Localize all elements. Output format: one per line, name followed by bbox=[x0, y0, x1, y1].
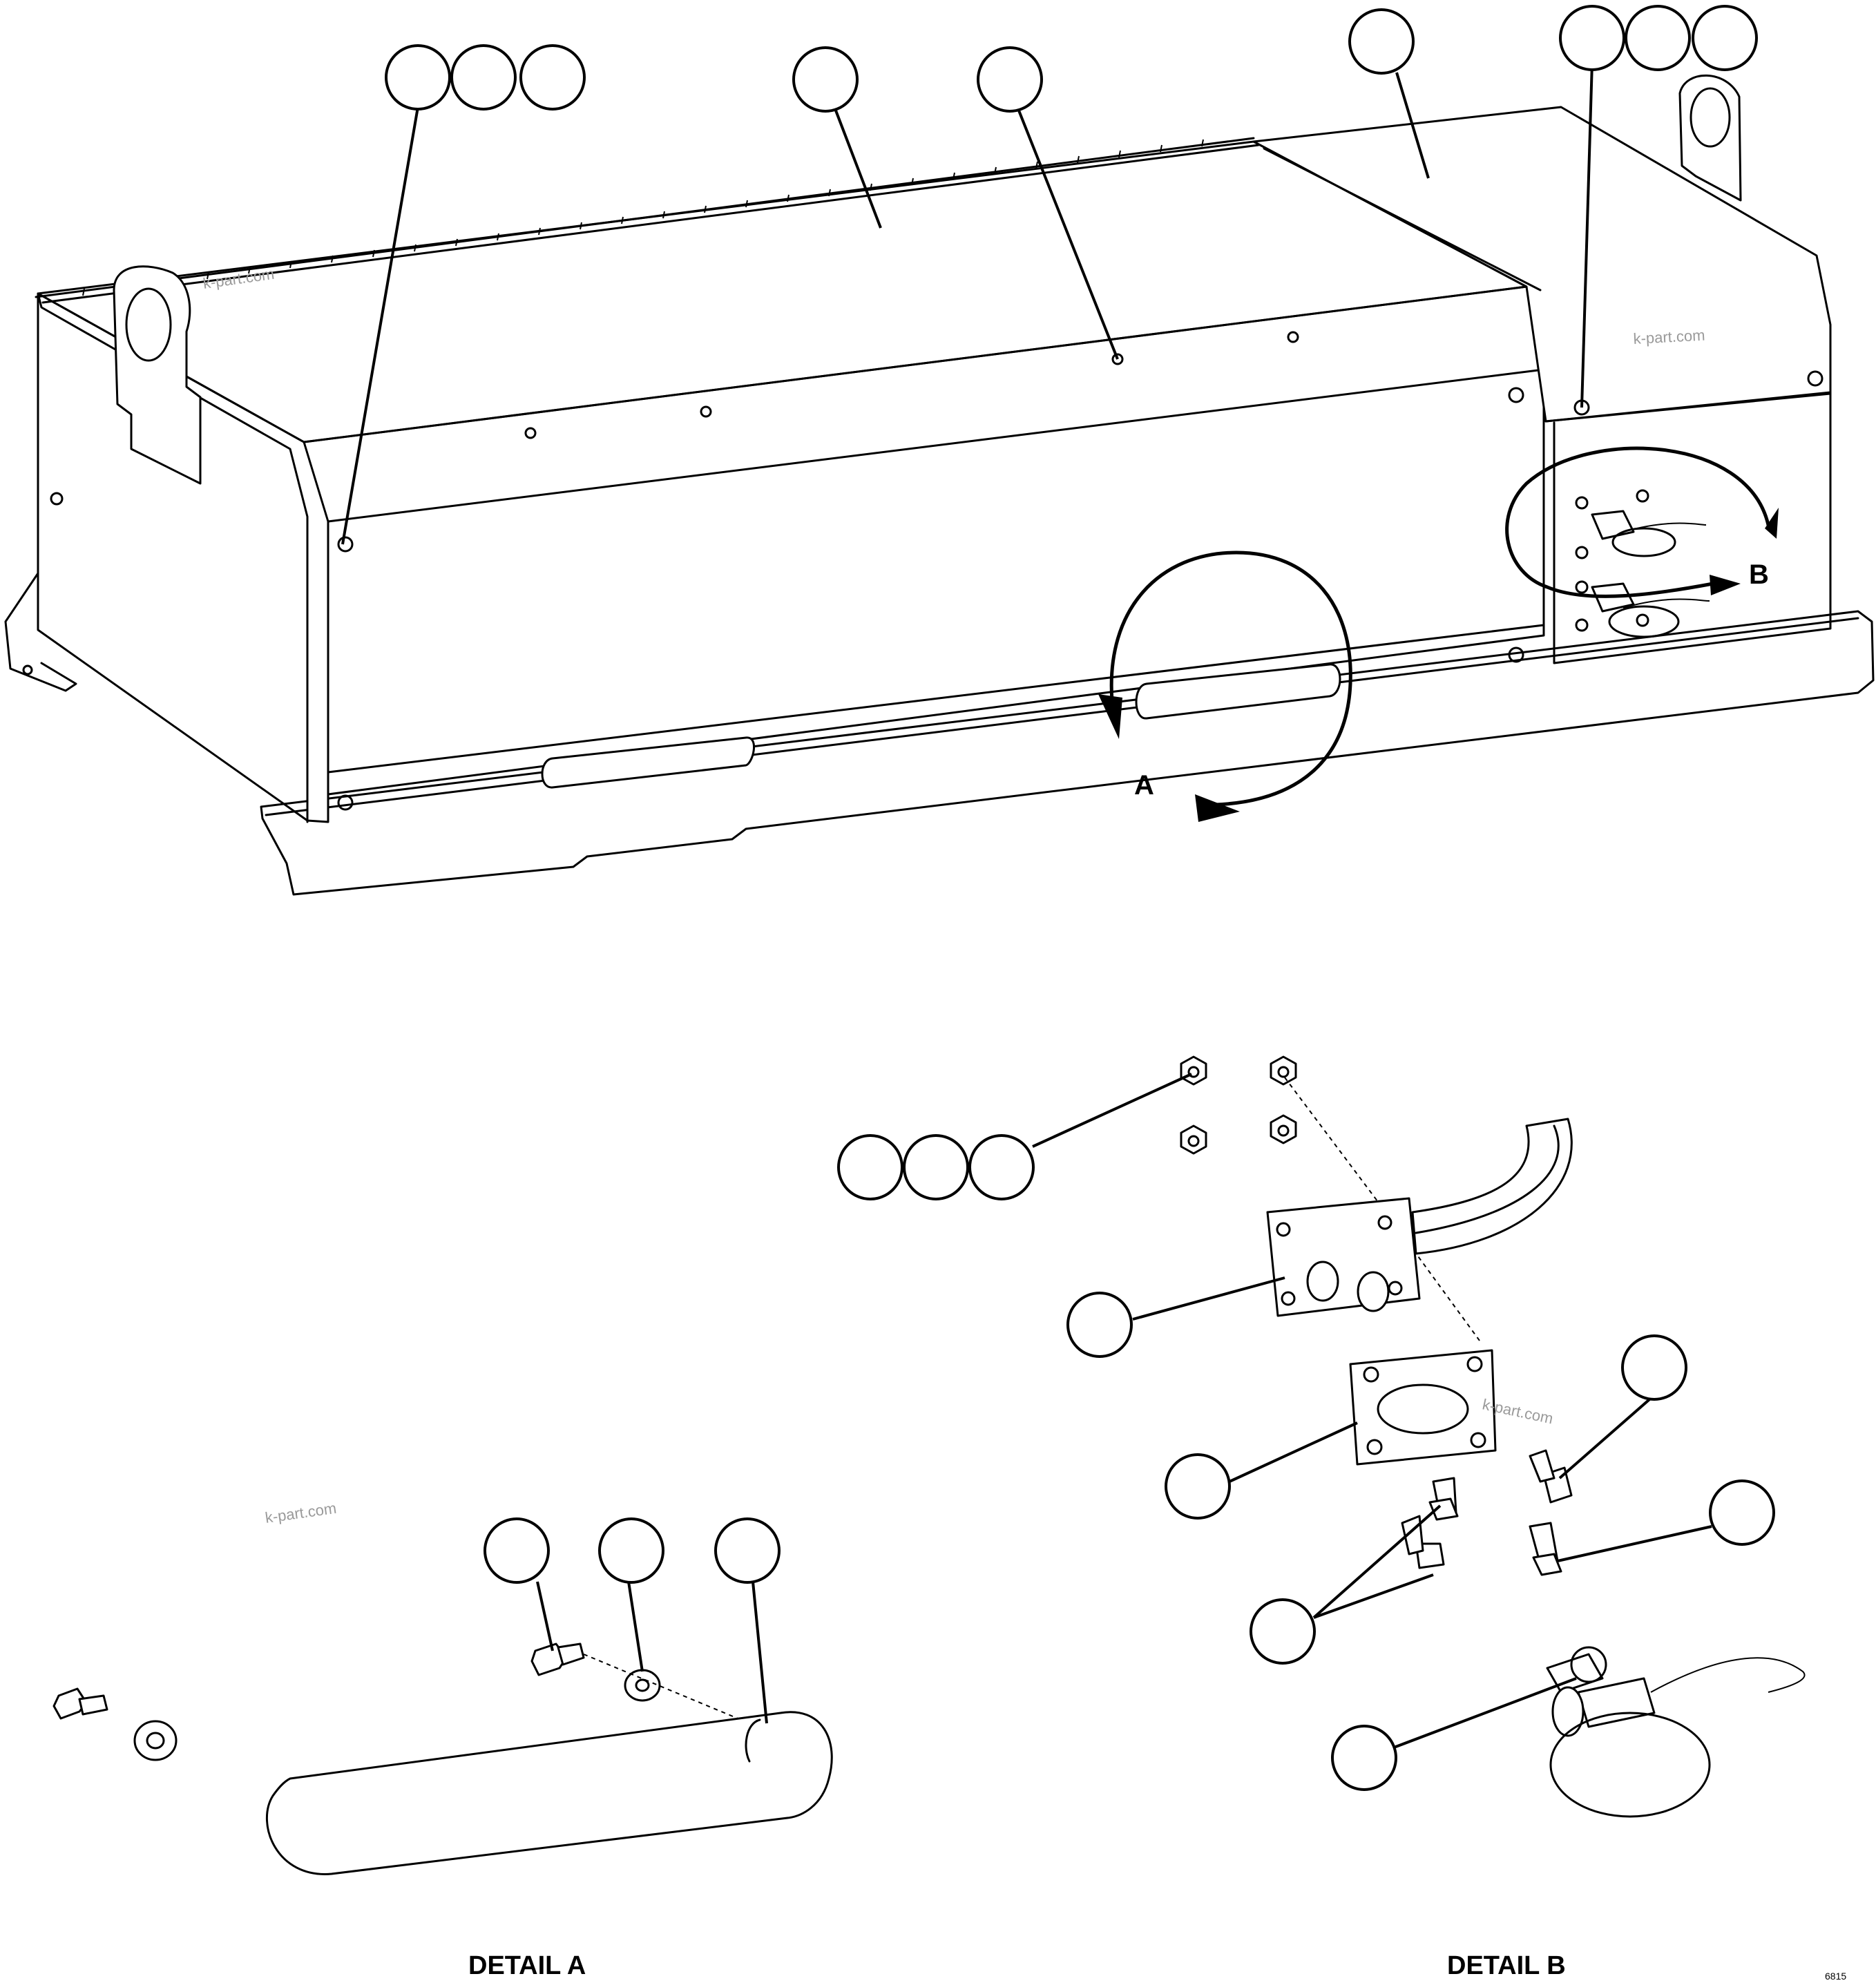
callout-bubble bbox=[903, 1134, 969, 1200]
bolt bbox=[1428, 1477, 1459, 1521]
callout-bubble bbox=[837, 1134, 903, 1200]
callout-bubble bbox=[1709, 1479, 1775, 1546]
nut bbox=[1180, 1055, 1207, 1086]
callout-bubble bbox=[1165, 1453, 1231, 1520]
box-assembly: A B bbox=[4, 74, 1875, 896]
detail-a-parts bbox=[52, 1642, 833, 1875]
callout-bubble bbox=[1692, 5, 1758, 71]
callout-bubble bbox=[714, 1517, 781, 1584]
detail-b-callout-letter: B bbox=[1749, 559, 1769, 590]
watermark: k-part.com bbox=[264, 1500, 337, 1526]
callout-bubble bbox=[1621, 1334, 1687, 1401]
nut bbox=[1270, 1114, 1297, 1144]
callout-bubble bbox=[1625, 5, 1691, 71]
bolt bbox=[1401, 1515, 1445, 1569]
callout-bubble bbox=[1331, 1725, 1397, 1791]
detail-b-title: DETAIL B bbox=[1447, 1951, 1566, 1980]
detail-a-callout-letter: A bbox=[1134, 770, 1154, 801]
callout-bubbles bbox=[341, 5, 1775, 1791]
callout-bubble bbox=[598, 1517, 664, 1584]
callout-bubble bbox=[977, 46, 1043, 113]
watermark: k-part.com bbox=[1633, 327, 1705, 347]
bolt bbox=[1529, 1449, 1573, 1504]
detail-b-parts bbox=[1180, 1055, 1806, 1818]
callout-bubble bbox=[792, 46, 859, 113]
callout-bubble bbox=[1348, 8, 1415, 75]
callout-bubble bbox=[385, 44, 451, 111]
callout-bubble bbox=[968, 1134, 1035, 1200]
hinge-knuckles bbox=[82, 139, 1204, 296]
detail-a-title: DETAIL A bbox=[468, 1951, 586, 1980]
connector-cluster bbox=[1575, 489, 1710, 638]
drawing-code: 6815 bbox=[1825, 1971, 1846, 1982]
bolt bbox=[1529, 1522, 1562, 1576]
callout-bubble bbox=[1250, 1598, 1316, 1665]
callout-bubble bbox=[519, 44, 586, 111]
nut bbox=[1270, 1055, 1297, 1086]
nut bbox=[1180, 1124, 1207, 1155]
callout-bubble bbox=[1066, 1292, 1133, 1358]
callout-bubble bbox=[1559, 5, 1625, 71]
callout-bubble bbox=[450, 44, 517, 111]
callout-bubble bbox=[484, 1517, 550, 1584]
